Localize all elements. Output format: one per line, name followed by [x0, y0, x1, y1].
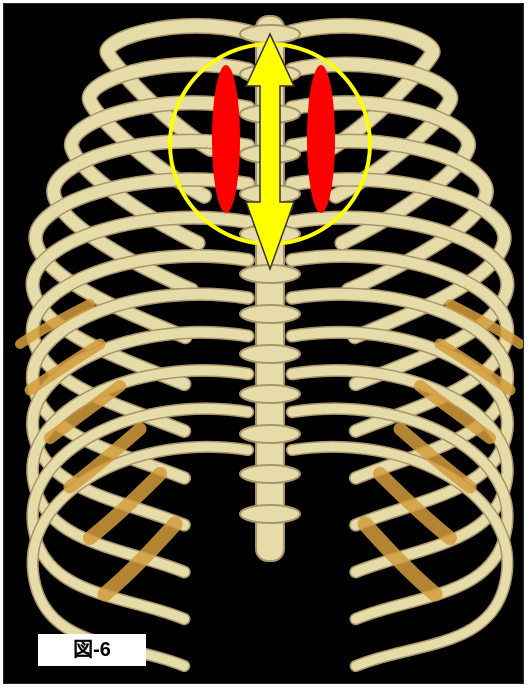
right-muscle-highlight	[307, 65, 335, 213]
illustration-plate	[3, 3, 524, 684]
rib-cage-illustration	[4, 4, 523, 683]
vertebra	[240, 385, 300, 403]
vertebra	[240, 505, 300, 523]
left-muscle-highlight	[212, 65, 240, 213]
figure-label: 図-6	[38, 634, 146, 666]
vertebra	[240, 425, 300, 443]
vertebra	[240, 345, 300, 363]
vertebra	[240, 305, 300, 323]
vertebra	[240, 465, 300, 483]
